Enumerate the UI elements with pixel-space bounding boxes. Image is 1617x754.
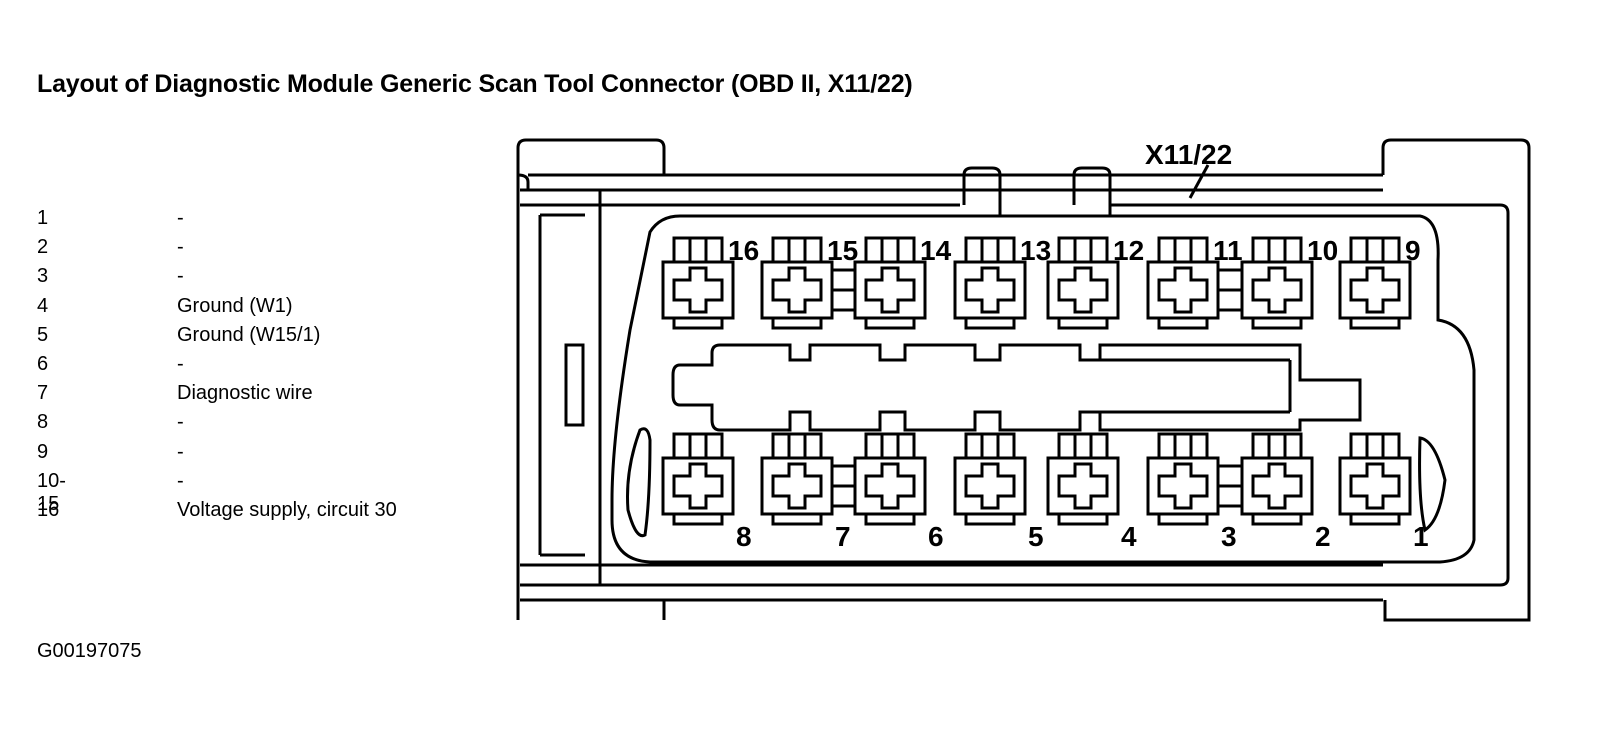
pin-2: 2 — [1240, 432, 1331, 552]
pin-number: 1 — [37, 207, 49, 229]
pin-function: - — [177, 207, 184, 229]
pin-number: 10-15 — [37, 469, 66, 515]
pin-number-label: 11 — [1213, 235, 1243, 266]
pin-16: 16 — [661, 235, 759, 330]
pin-6: 6 — [853, 432, 944, 552]
pin-15: 15 — [760, 235, 858, 330]
connector-label: X11/22 — [1145, 139, 1232, 170]
pin-function: Ground (W15/1) — [177, 323, 321, 346]
pin-number-label: 14 — [920, 235, 952, 266]
pin-number: 8 — [37, 411, 49, 434]
pin-number-label: 6 — [928, 521, 944, 552]
pin-function: - — [177, 469, 184, 492]
pin-number-label: 7 — [835, 521, 851, 552]
pin-number: 3 — [37, 265, 49, 288]
pin-number-label: 12 — [1113, 235, 1144, 266]
pin-13: 13 — [953, 235, 1051, 330]
pin-function: - — [177, 265, 184, 288]
pin-number: 5 — [37, 323, 49, 346]
figure-id: G00197075 — [37, 640, 142, 662]
pin-number-label: 16 — [728, 235, 759, 266]
pin-number-label: 4 — [1121, 521, 1137, 552]
pin-function: - — [177, 440, 184, 463]
pin-8: 8 — [661, 432, 752, 552]
pin-7: 7 — [760, 432, 851, 552]
pin-function: - — [177, 352, 184, 375]
pin-number: 6 — [37, 352, 49, 375]
pin-number: 16 — [37, 498, 60, 521]
connector-housing — [516, 138, 1531, 622]
pin-function: - — [177, 236, 184, 259]
diagram-title: Layout of Diagnostic Module Generic Scan… — [37, 70, 913, 98]
pin-number: 7 — [37, 382, 49, 405]
pin-number-label: 2 — [1315, 521, 1331, 552]
pin-number-label: 1 — [1413, 521, 1429, 552]
pin-5: 5 — [953, 432, 1044, 552]
pin-9: 9 — [1338, 235, 1421, 330]
pin-number: 9 — [37, 440, 49, 463]
pin-number-label: 5 — [1028, 521, 1044, 552]
pin-number-label: 10 — [1307, 235, 1338, 266]
pin-number-label: 9 — [1405, 235, 1421, 266]
pin-1: 1 — [1338, 432, 1429, 552]
center-key-slot — [671, 343, 1362, 432]
pin-14: 14 — [853, 235, 952, 330]
pin-grid: 16 15 14 13 12 11 10 9 8 7 6 5 4 3 2 1 — [661, 235, 1429, 552]
pin-number: 4 — [37, 294, 49, 317]
pin-function: - — [177, 411, 184, 434]
pin-number-label: 15 — [827, 235, 858, 266]
pin-function: Ground (W1) — [177, 294, 293, 317]
pin-4: 4 — [1046, 432, 1137, 552]
pin-3: 3 — [1146, 432, 1237, 552]
pin-number: 2 — [37, 236, 49, 259]
pin-10: 10 — [1240, 235, 1338, 330]
pin-11: 11 — [1146, 235, 1243, 330]
pin-function: Diagnostic wire — [177, 382, 313, 405]
pin-number-label: 3 — [1221, 521, 1237, 552]
pin-12: 12 — [1046, 235, 1144, 330]
pin-number-label: 13 — [1020, 235, 1051, 266]
pin-number-label: 8 — [736, 521, 752, 552]
pin-function: Voltage supply, circuit 30 — [177, 498, 397, 521]
